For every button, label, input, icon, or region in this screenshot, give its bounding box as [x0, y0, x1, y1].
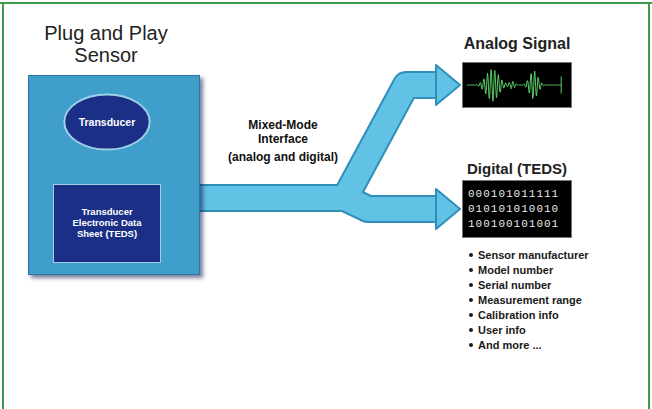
node-heading: Analog Signal — [464, 35, 571, 53]
analog-waveform — [463, 63, 571, 107]
bullet-item: Measurement range — [468, 293, 582, 307]
interface-band — [200, 198, 438, 209]
node-label: Transducer Electronic Data Sheet (TEDS) — [71, 207, 143, 240]
frame-line — [0, 2, 652, 4]
transducer-ellipse: Transducer — [63, 93, 151, 151]
arrow-head — [436, 65, 460, 105]
teds-box: Transducer Electronic Data Sheet (TEDS) — [53, 184, 161, 263]
bullet-item: User info — [468, 323, 526, 337]
ellipse-shape — [64, 94, 149, 149]
frame-line — [648, 3, 650, 409]
frame-line — [2, 3, 4, 409]
node-heading: Plug and Play Sensor — [31, 22, 181, 66]
interface-label: (analog and digital) — [228, 150, 338, 164]
bullet-item: Calibration info — [468, 308, 559, 322]
interface-label: Mixed-Mode Interface — [238, 118, 328, 146]
sensor-box: Plug and Play SensorTransducerTransducer… — [28, 75, 200, 275]
node-heading: Digital (TEDS) — [467, 160, 567, 177]
bullet-item: Model number — [468, 263, 553, 277]
bullet-item: And more ... — [468, 338, 542, 352]
digital-panel: Digital (TEDS)000101011111 010101010010 … — [462, 180, 572, 238]
bullet-item: Sensor manufacturer — [468, 248, 589, 262]
analog-panel: Analog Signal — [462, 62, 572, 108]
interface-band — [200, 85, 438, 198]
binary-data: 000101011111 010101010010 100100101001 — [468, 187, 566, 232]
bullet-item: Serial number — [468, 278, 551, 292]
node-label: Transducer — [79, 116, 136, 128]
waveform-trace — [467, 70, 561, 102]
arrow-head — [436, 189, 460, 229]
interface-band — [200, 198, 438, 209]
interface-band — [200, 85, 438, 198]
